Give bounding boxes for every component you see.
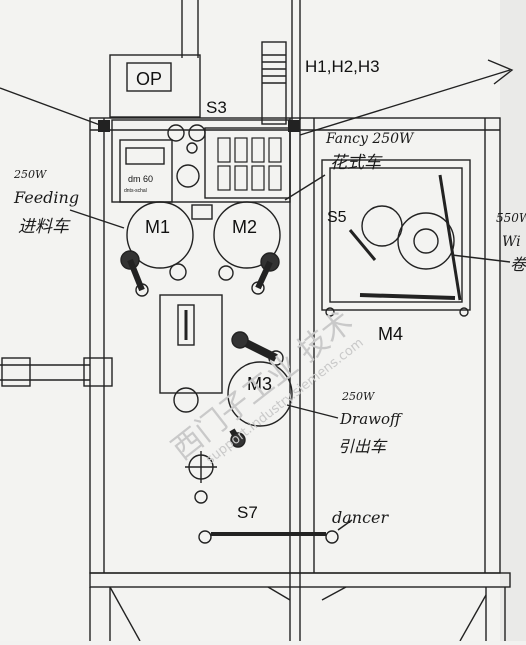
switch-panel [204,127,291,199]
m2-label: M2 [232,217,257,237]
op-box [109,54,201,118]
arrow-top-right [299,69,511,136]
page-shade [500,0,526,641]
m1-roll [126,201,194,269]
drawoff-power-note: 250W [341,390,376,403]
m1-label: M1 [145,217,170,237]
controller [119,139,173,203]
op-label: OP [136,69,162,89]
dancer-note: dancer [332,508,390,527]
middle-plate [159,294,223,394]
leader-top-left [0,87,101,126]
panel-sub-label: dnts-schal [124,188,147,194]
feeding-cn-note: 进料车 [18,217,71,237]
right-w-note: Wi [502,234,521,250]
m3-label: M3 [247,374,272,394]
base-rail [89,572,511,588]
panel-label: dm 60 [128,174,153,184]
roller-c [176,164,200,188]
fancy-power-note: Fancy 250W [325,131,415,147]
m2-roll [213,201,281,269]
m4-box [321,159,471,311]
op-label-box [126,62,172,92]
drawoff-note: Drawoff [339,410,403,428]
feeding-note: Feeding [13,188,79,207]
h-label: H1,H2,H3 [305,57,380,76]
s3-sensor [98,120,110,132]
fancy-cn-note: 花式车 [330,153,383,173]
feeding-power-note: 250W [13,168,48,181]
drawoff-cn-note: 引出车 [338,437,388,456]
roller-a [167,124,185,142]
right-cn-note: 卷 [510,255,526,274]
s5-label: S5 [327,209,347,226]
roller-b [188,124,206,142]
m3-roll [227,361,293,427]
winder-roll [397,212,455,270]
m4-label: M4 [378,324,403,344]
s3-label: S3 [206,98,227,117]
s7-label: S7 [237,503,258,522]
